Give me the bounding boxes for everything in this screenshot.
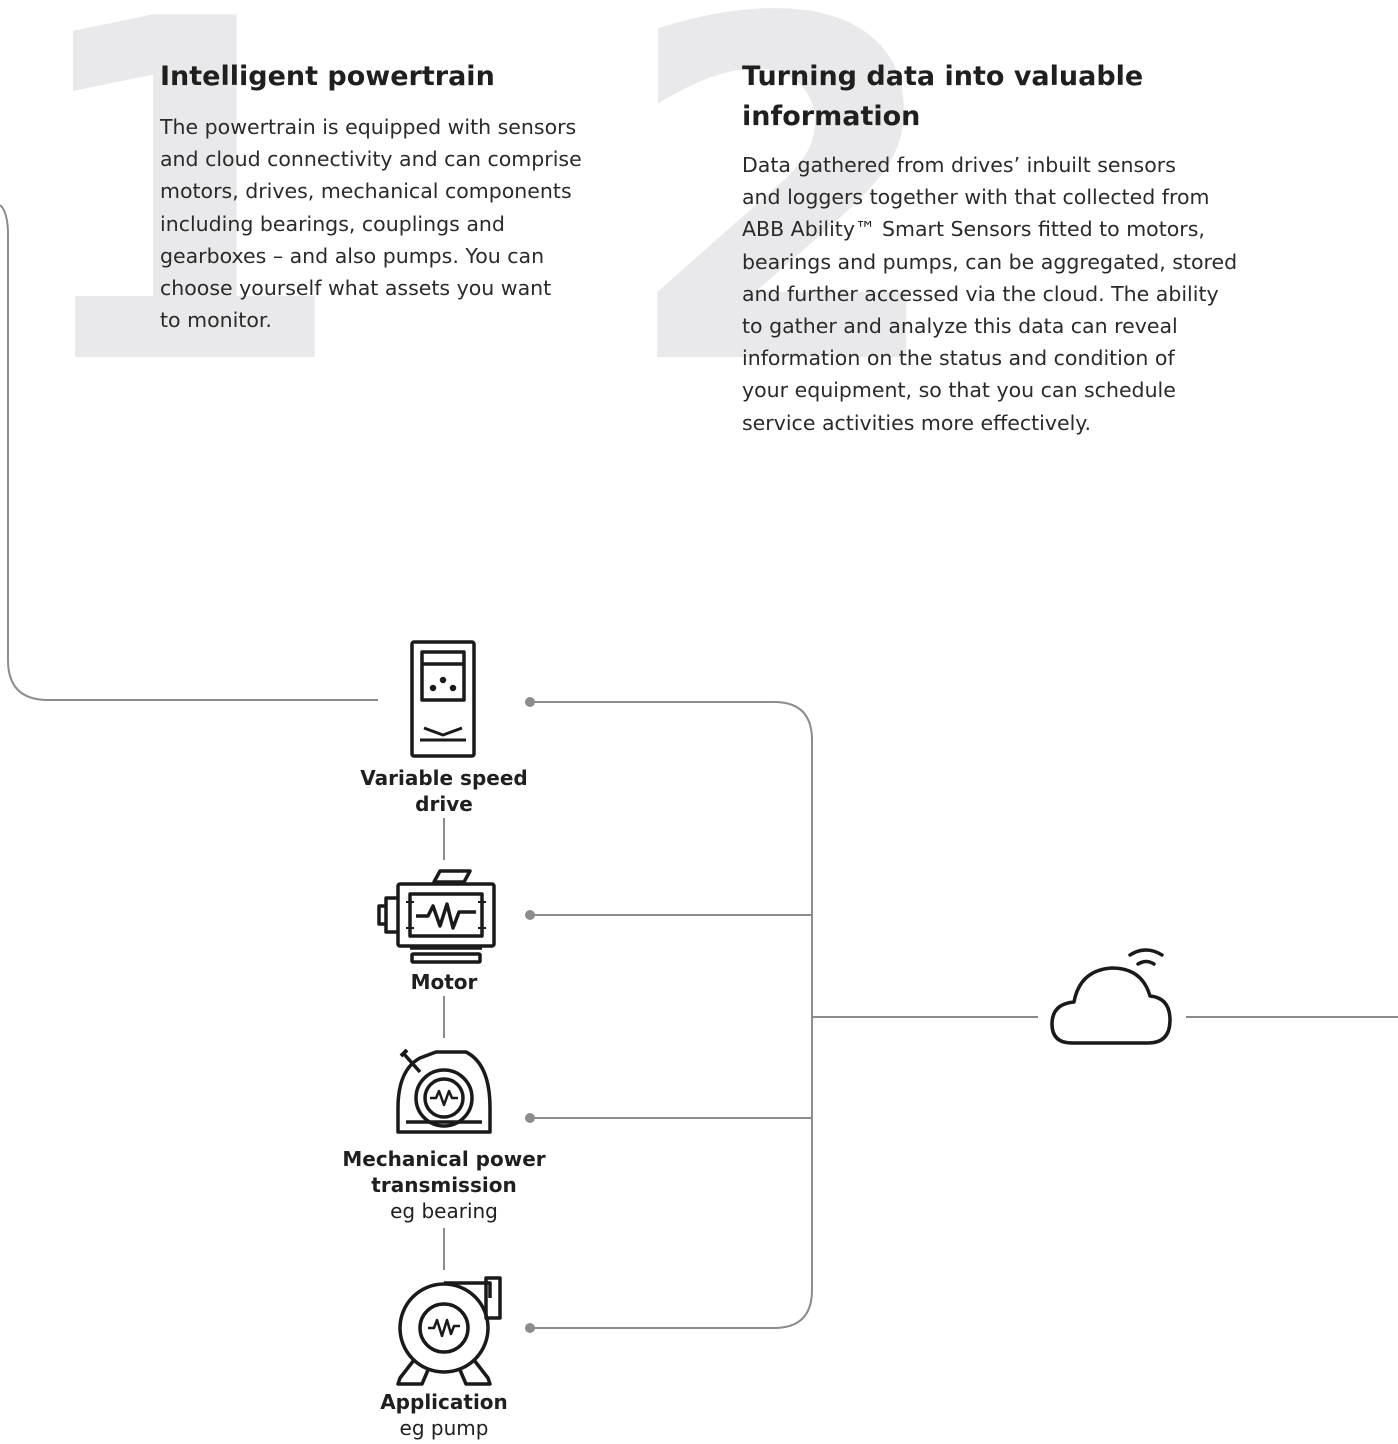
component-title: Mechanical power transmission: [342, 1147, 546, 1197]
section-body: Data gathered from drives’ inbuilt senso…: [742, 153, 1238, 435]
section-title: Turning data into valuable information: [742, 61, 1144, 132]
pump-dot: [525, 1323, 535, 1333]
section-intelligent-powertrain: Intelligent powertrain The powertrain is…: [160, 57, 630, 336]
component-label-drive: Variable speed drive: [344, 765, 544, 817]
bearing-dot: [525, 1113, 535, 1123]
component-label-transmission: Mechanical power transmission eg bearing: [324, 1146, 564, 1224]
component-title: Motor: [410, 970, 478, 994]
component-title: Variable speed drive: [360, 766, 528, 816]
section-title: Intelligent powertrain: [160, 61, 495, 92]
section-body: The powertrain is equipped with sensors …: [160, 115, 582, 333]
pump-icon: [396, 1276, 502, 1386]
component-subtitle: eg pump: [399, 1416, 489, 1440]
section-data-to-information: Turning data into valuable information D…: [742, 57, 1282, 439]
incoming-line: [0, 204, 378, 701]
drive-bus-line: [530, 701, 813, 1329]
component-label-motor: Motor: [344, 969, 544, 995]
motor-dot: [525, 910, 535, 920]
connector-lines: [0, 204, 1398, 1329]
connector-dots: [525, 697, 535, 1333]
component-label-application: Application eg pump: [344, 1389, 544, 1441]
step-number-2: 2: [620, 0, 948, 468]
cloud-wifi-icon: [1050, 948, 1172, 1045]
step-number-1: 1: [20, 0, 348, 468]
component-title: Application: [380, 1390, 508, 1414]
component-subtitle: eg bearing: [390, 1199, 498, 1223]
motor-icon: [377, 869, 496, 964]
bearing-icon: [396, 1048, 492, 1134]
variable-speed-drive-icon: [410, 640, 476, 758]
drive-dot: [525, 697, 535, 707]
